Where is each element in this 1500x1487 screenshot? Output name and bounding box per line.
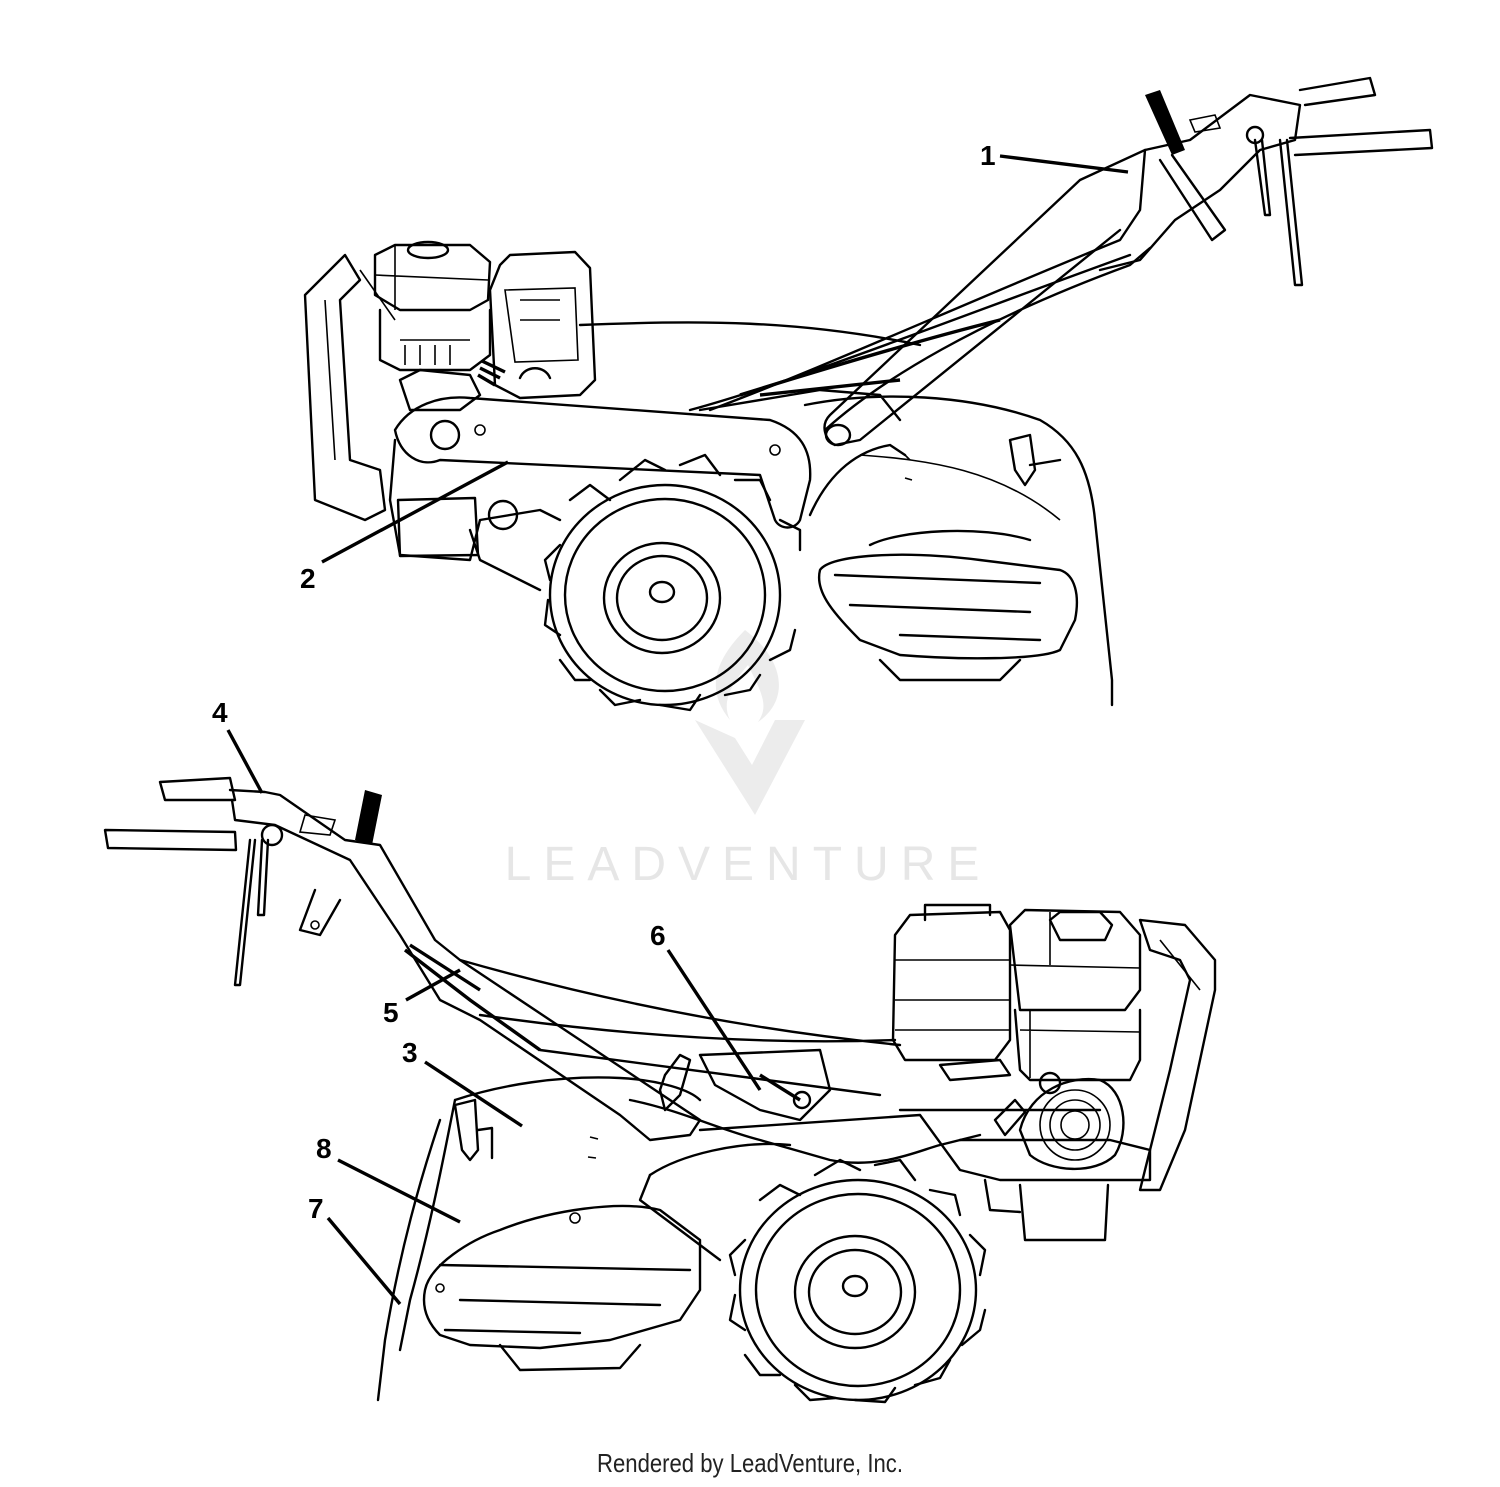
bottom-wheel [728, 1158, 987, 1404]
bottom-hood-latch [453, 1098, 494, 1162]
callout-8: 8 [316, 1133, 461, 1224]
top-handlebar [578, 93, 1302, 412]
callout-3: 3 [402, 1037, 523, 1128]
bottom-shift-lever [355, 790, 382, 845]
tiller-right-side-view [303, 76, 1434, 712]
top-oil-cap [406, 240, 450, 260]
svg-text:1: 1 [980, 140, 996, 171]
top-shift-lever [1145, 90, 1185, 155]
bottom-rear-bumper [1138, 918, 1217, 1192]
callout-7: 7 [308, 1193, 402, 1306]
tiller-left-side-view [103, 776, 1217, 1404]
watermark-v-icon [695, 720, 805, 815]
top-tine-hood [698, 388, 1114, 707]
bottom-tine-hood [376, 1076, 702, 1402]
callout-1: 1 [980, 140, 1129, 174]
bottom-grip-lower [103, 828, 238, 852]
svg-text:2: 2 [300, 563, 316, 594]
svg-text:7: 7 [308, 1193, 324, 1224]
svg-text:3: 3 [402, 1037, 418, 1068]
watermark-text: LEADVENTURE [505, 838, 992, 891]
bottom-side-shield [422, 1204, 702, 1350]
rear-bumper [303, 253, 387, 522]
bottom-recoil-starter [1018, 1077, 1125, 1171]
leadventure-watermark: LEADVENTURE [505, 630, 992, 891]
svg-text:6: 6 [650, 920, 666, 951]
svg-text:8: 8 [316, 1133, 332, 1164]
top-engine-block [396, 496, 480, 558]
top-grip-lower [1288, 128, 1434, 157]
top-belt-cover [393, 396, 812, 529]
bottom-fuel-tank [891, 910, 1012, 1062]
bottom-handlebar [228, 788, 702, 1142]
top-engine-body [373, 243, 492, 312]
top-wheel [543, 453, 802, 712]
callout-2: 2 [300, 460, 509, 594]
watermark-flame-icon [715, 630, 779, 722]
top-fuel-tank [488, 250, 597, 400]
top-hood-latch [1008, 433, 1062, 487]
bottom-engine-body [1008, 908, 1142, 1012]
svg-text:4: 4 [212, 697, 228, 728]
top-side-shield [817, 553, 1079, 660]
callout-5: 5 [383, 968, 461, 1028]
callout-4: 4 [212, 697, 264, 794]
callout-6: 6 [650, 920, 762, 1091]
svg-text:5: 5 [383, 997, 399, 1028]
bottom-grip-upper [158, 776, 237, 802]
top-grip-upper [1298, 76, 1377, 107]
footer-credit: Rendered by LeadVenture, Inc. [597, 1448, 903, 1478]
